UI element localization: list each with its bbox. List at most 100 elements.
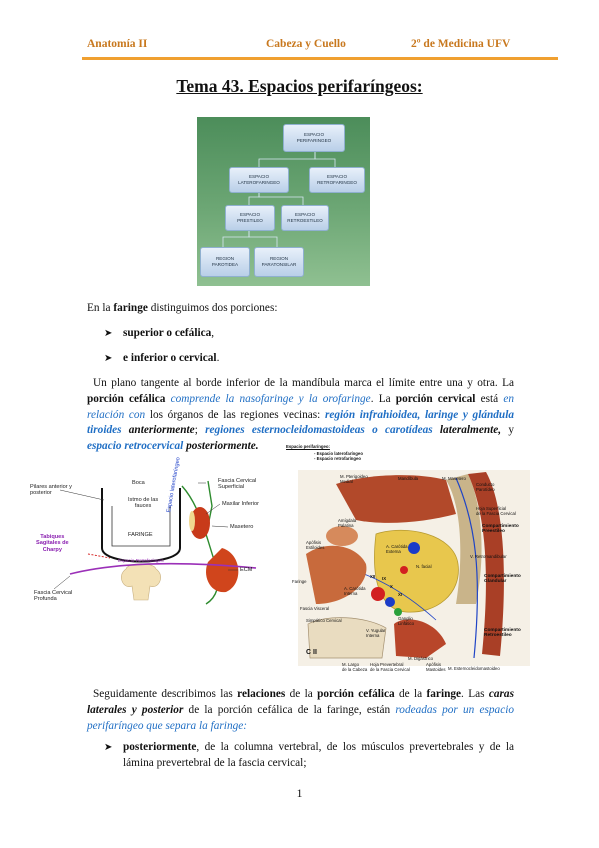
intro-text-c: distinguimos dos porciones: — [147, 302, 278, 314]
fig3-n-facial: N. facial — [416, 564, 432, 569]
fig3-amigdala-2: Palatina — [338, 523, 354, 528]
p2-t7: . Las — [461, 688, 489, 700]
label-ecm: ECM — [240, 567, 253, 573]
header-topic: Cabeza y Cuello — [266, 38, 346, 50]
node-laterofaringeo-l2: LATEROFARINGEO — [238, 180, 280, 185]
fig3-mandibula: Mandíbula — [398, 476, 419, 481]
fig3-simpatico: Simpático Cervical — [306, 618, 342, 623]
fig3-conducto-1: Conducto — [476, 482, 495, 487]
node-retrofaringeo-l1: ESPACIO — [326, 174, 348, 179]
p2-t10: rodeadas por un espacio perifaríngeo que… — [87, 703, 514, 732]
node-retroestileo-l1: ESPACIO — [294, 212, 316, 217]
fig3-sub1: - Espacio laterofaríngeo — [314, 451, 363, 456]
p2-t5: de la — [394, 688, 427, 700]
p1-t4: . La — [370, 392, 396, 405]
p1-t10: anteriormente — [128, 424, 195, 437]
label-fascia-sup-1: Fascia Cervical — [218, 478, 257, 484]
node-paratonsilar-l2: PARATONSILAR — [261, 262, 297, 267]
fig3-hoja-prev-2: de la Fascia Cervical — [370, 667, 410, 672]
paragraph-relations: Seguidamente describimos las relaciones … — [87, 687, 514, 734]
bullet-inferior-bold: e inferior o cervical — [123, 352, 217, 364]
p2-t6: faringe — [426, 688, 462, 700]
p2-t8: caras laterales y posterior — [87, 688, 514, 716]
p1-t8: los órganos de las regiones vecinas: — [145, 408, 325, 421]
fig3-ecm: M. Esternocleidomastoideo — [448, 666, 500, 671]
bullet3-rest: , de la columna vertebral, de los múscul… — [123, 741, 514, 769]
label-pilares-1: Pilares anterior y — [30, 484, 72, 490]
fig3-hoja-1: Hoja Superficial — [476, 506, 507, 511]
p1-t13: lateralmente, — [439, 424, 502, 437]
bullet-posteriormente: posteriormente, de la columna vertebral,… — [123, 740, 514, 772]
fig3-pterigoideo-2: Medial — [340, 479, 353, 484]
node-prestileo-l1: ESPACIO — [239, 212, 261, 217]
page-number: 1 — [296, 786, 303, 800]
label-fascia-prof-2: Profunda — [34, 596, 57, 603]
fig3-c2: C II — [306, 649, 317, 656]
fig3-x: X — [390, 584, 393, 589]
bullet-inferior-rest: . — [216, 352, 220, 364]
fig3-carotida-int-1: A. Carótida — [344, 586, 366, 591]
p1-t16: posteriormente. — [186, 440, 259, 453]
schematic-drawing — [53, 480, 257, 605]
node-retroestileo-l2: RETROESTILEO — [287, 218, 323, 223]
p1-t11: ; — [194, 424, 206, 437]
node-parotidea-l2: PAROTIDEA — [211, 262, 239, 267]
fig3-carotida-ext-1: A. Carótida — [386, 544, 408, 549]
label-masetero: Masetero — [230, 524, 254, 530]
p2-t4: porción cefálica — [317, 688, 395, 700]
intro-paragraph: En la faringe distinguimos dos porciones… — [87, 301, 514, 317]
label-istmo-1: Istmo de las — [128, 497, 159, 503]
p1-t15: espacio retrocervical — [87, 440, 184, 453]
node-parotidea-l1: REGION — [215, 256, 235, 261]
fig3-xi: XI — [398, 592, 403, 597]
label-espacio-retro: Espacio Retrofaríngeo — [118, 558, 164, 563]
page-title: Tema 43. Espacios perifaríngeos: — [176, 76, 423, 96]
fig3-vyugular-1: V. Yugular — [366, 628, 386, 633]
fig3-xii: XII — [370, 574, 376, 579]
node-paratonsilar-l1: REGION — [269, 256, 289, 261]
anatomy-drawing — [298, 470, 530, 666]
p1-t14: y — [501, 424, 514, 437]
fig3-amigdala-1: Amígdala — [338, 518, 357, 523]
fig3-comp-gland-2: Glandular — [484, 579, 507, 584]
p1-t3: comprende la nasofaringe y la orofaringe — [170, 392, 371, 405]
label-tabiques-1: Tabiques — [40, 534, 65, 540]
fig3-apof-mast-1: Apófisis — [426, 662, 442, 667]
fig3-apofisis-2: Estiloides — [306, 545, 325, 550]
fig3-comp-pre-2: Preestileo — [482, 529, 505, 534]
label-fascia-sup-2: Superficial — [218, 484, 245, 491]
bullet-arrow-icon: ➤ — [104, 742, 113, 753]
p2-t9: de la porción cefálica de la faringe, es… — [183, 703, 396, 716]
intro-faringe: faringe — [113, 302, 148, 314]
diagram-connectors — [222, 151, 336, 247]
fig3-carotida-int-2: Interna — [344, 591, 358, 596]
bullet3-bold: posteriormente — [123, 741, 197, 753]
node-retrofaringeo-l2: RETROFARINGEO — [317, 180, 357, 185]
fig3-hoja-2: de la Fascia Cervical — [476, 511, 516, 516]
p1-t7: en relación con — [87, 392, 515, 421]
fig3-hoja-prev-1: Hoja Prevertebral — [370, 662, 404, 667]
p1-t5: porción cervical — [395, 392, 476, 405]
fig3-fascia-visceral: Fascia Visceral — [300, 606, 330, 611]
fig3-comp-gland-1: Compartimiento — [484, 574, 521, 579]
perifaryngeal-anatomy-illustration: Espacio perifaríngeo: - Espacio laterofa… — [286, 444, 540, 676]
label-tabiques-3: Charpy — [42, 546, 62, 553]
fig3-largo-2: de la Cabeza — [342, 667, 368, 672]
